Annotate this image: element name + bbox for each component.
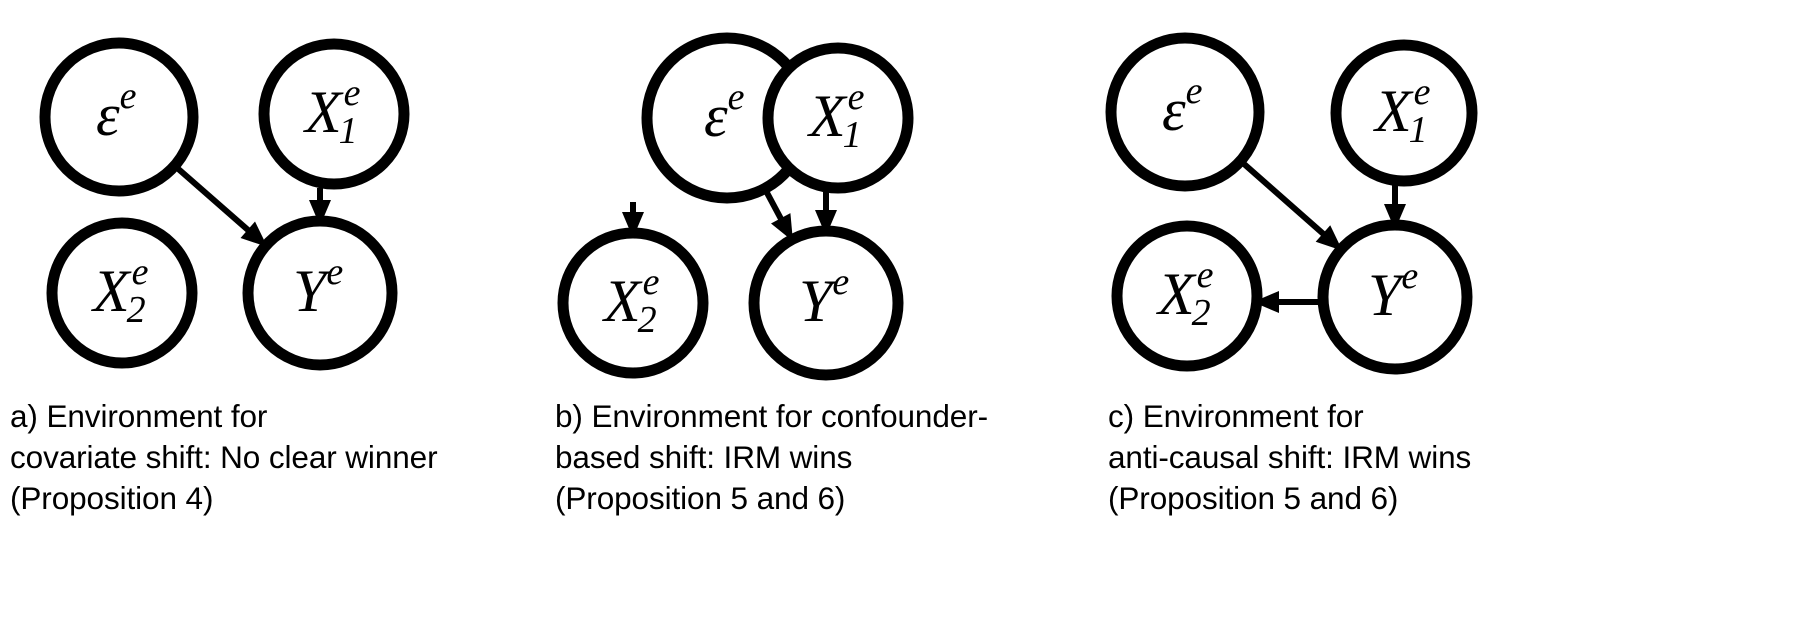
graph-node-eps[interactable]: εe bbox=[39, 37, 199, 197]
node-circle-x1 bbox=[258, 38, 410, 190]
graph-node-x1[interactable]: X1e bbox=[258, 38, 410, 190]
node-label-eps: εe bbox=[96, 75, 137, 148]
panel-c-caption: c) Environment for anti-causal shift: IR… bbox=[1108, 398, 1472, 516]
node-circle-x2 bbox=[1111, 220, 1263, 372]
edge-x1-to-y bbox=[815, 192, 837, 236]
node-circle-eps bbox=[1105, 32, 1265, 192]
panel-b-caption: b) Environment for confounder- based shi… bbox=[555, 398, 988, 516]
graph-node-y[interactable]: Ye bbox=[242, 215, 398, 371]
arrow-head bbox=[622, 212, 644, 238]
node-circle-x1 bbox=[1330, 39, 1478, 187]
arrow-head bbox=[771, 213, 793, 242]
node-label-y: Ye bbox=[799, 261, 849, 334]
node-label-x1: X1e bbox=[303, 72, 361, 152]
node-circle-x1 bbox=[762, 42, 914, 194]
node-label-y: Ye bbox=[1368, 255, 1418, 328]
graph-node-x2[interactable]: X2e bbox=[1111, 220, 1263, 372]
edge-eps-to-x2 bbox=[622, 202, 644, 238]
node-circle-x2 bbox=[46, 217, 198, 369]
graph-node-y[interactable]: Ye bbox=[1317, 219, 1473, 375]
graph-node-x2[interactable]: X2e bbox=[557, 227, 709, 379]
node-label-x2: X2e bbox=[91, 251, 149, 331]
arrow-head bbox=[309, 200, 331, 226]
node-circle-y bbox=[748, 225, 904, 381]
edge-eps-to-y bbox=[1240, 160, 1343, 251]
arrow-head bbox=[1315, 225, 1343, 251]
node-label-x1: X1e bbox=[1373, 71, 1431, 151]
arrow-head bbox=[1253, 291, 1279, 313]
node-label-eps: εe bbox=[1162, 70, 1203, 143]
node-label-x2: X2e bbox=[602, 261, 660, 341]
edge-x1-to-y bbox=[309, 188, 331, 226]
edge-y-to-x2 bbox=[1253, 291, 1321, 313]
node-circle-eps bbox=[39, 37, 199, 197]
graph-node-x1[interactable]: X1e bbox=[1330, 39, 1478, 187]
panel-a-caption: a) Environment for covariate shift: No c… bbox=[10, 398, 438, 516]
node-circle-y bbox=[242, 215, 398, 371]
arrow-head bbox=[815, 210, 837, 236]
edge-eps-to-y bbox=[763, 189, 793, 242]
graph-node-x1[interactable]: X1e bbox=[762, 42, 914, 194]
node-circle-y bbox=[1317, 219, 1473, 375]
graph-node-y[interactable]: Ye bbox=[748, 225, 904, 381]
node-circle-x2 bbox=[557, 227, 709, 379]
node-label-x2: X2e bbox=[1156, 254, 1214, 334]
graph-node-x2[interactable]: X2e bbox=[46, 217, 198, 369]
arrow-head bbox=[1384, 204, 1406, 230]
node-label-x1: X1e bbox=[807, 76, 865, 156]
node-label-eps: εe bbox=[704, 76, 745, 149]
edge-x1-to-y bbox=[1384, 185, 1406, 230]
edge-eps-to-y bbox=[174, 165, 268, 247]
node-label-y: Ye bbox=[293, 251, 343, 324]
arrow-head bbox=[240, 221, 268, 247]
graph-node-eps[interactable]: εe bbox=[1105, 32, 1265, 192]
